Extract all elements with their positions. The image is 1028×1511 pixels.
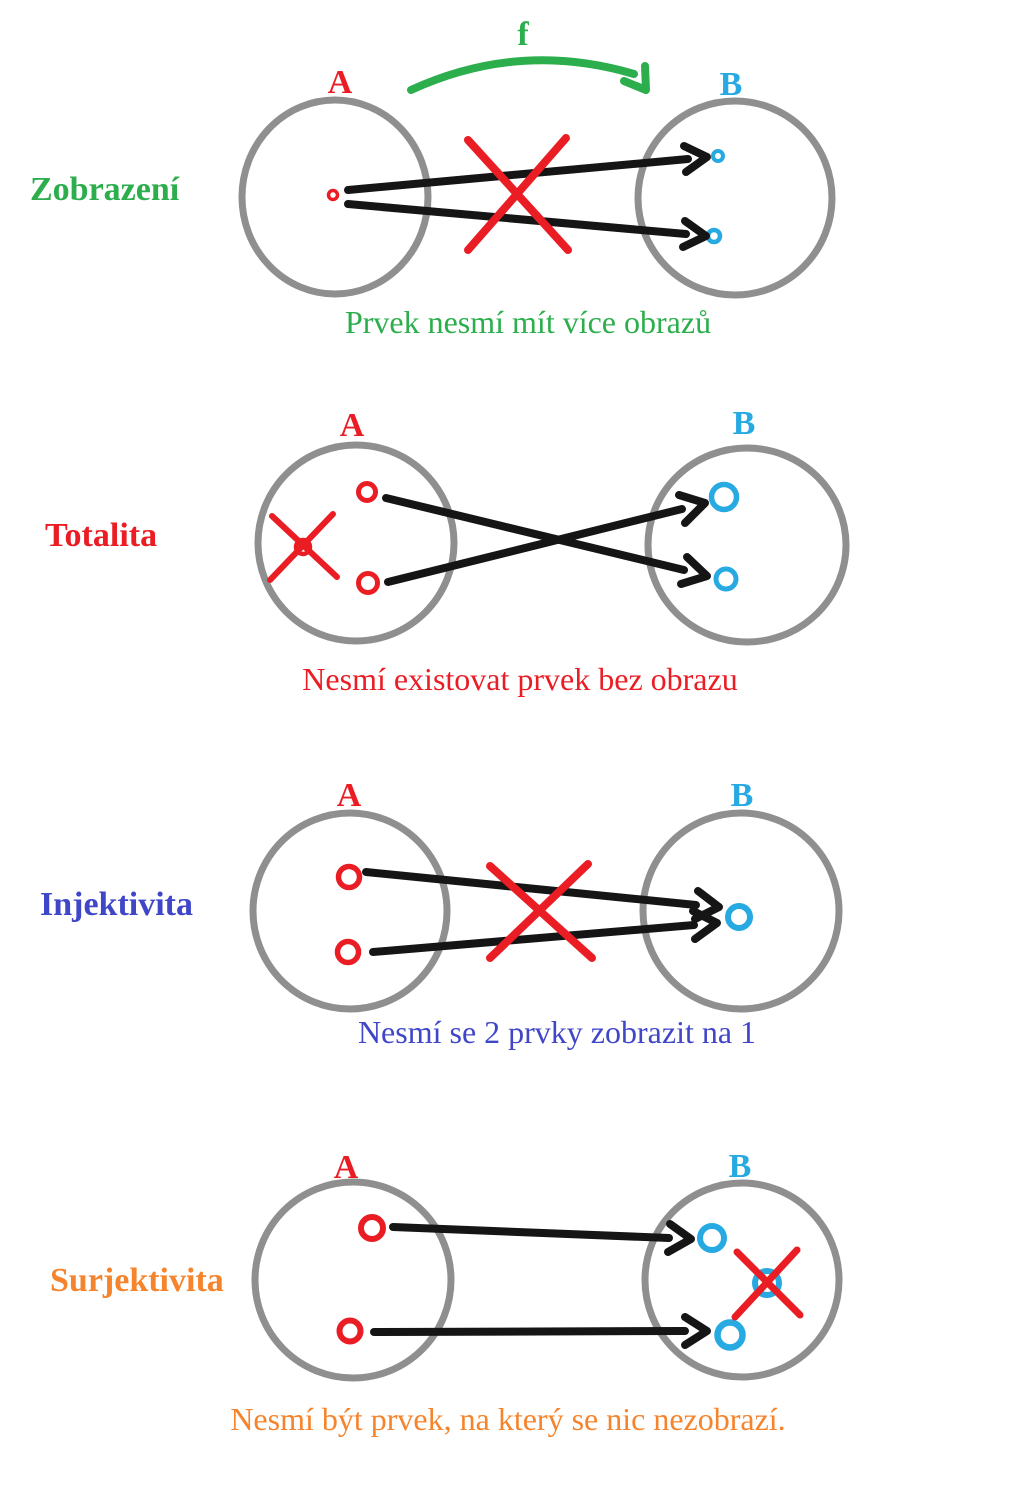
mapping-arrowhead-2-icon bbox=[675, 491, 709, 527]
mapping-arrow-2 bbox=[369, 921, 698, 956]
set-b-circle bbox=[639, 809, 843, 1013]
element-b1-dot bbox=[708, 481, 740, 513]
function-label: f bbox=[517, 16, 529, 53]
set-b-label: B bbox=[733, 405, 756, 442]
element-a2-dot bbox=[356, 571, 380, 595]
mapping-arrowhead-2-icon bbox=[681, 1313, 711, 1349]
set-a-label: A bbox=[328, 64, 353, 101]
mapping-arrow-2 bbox=[370, 1327, 689, 1336]
element-a2-dot bbox=[334, 938, 362, 966]
row-injektivita: Injektivita A B Nesmí se 2 prvky zobrazi… bbox=[40, 777, 843, 1050]
function-arrowhead-icon bbox=[620, 62, 650, 94]
element-b1-dot bbox=[711, 149, 725, 163]
element-a1-dot bbox=[358, 1214, 386, 1242]
row-zobrazeni: Zobrazení f A B Prvek nesmí mít více obr… bbox=[30, 16, 836, 340]
set-a-label: A bbox=[337, 777, 362, 814]
element-b3-dot bbox=[714, 1319, 746, 1351]
mapping-arrow-1 bbox=[382, 494, 688, 574]
row-caption: Nesmí být prvek, na který se nic nezobra… bbox=[230, 1401, 785, 1437]
set-a-label: A bbox=[340, 407, 365, 444]
element-b1-dot bbox=[697, 1223, 727, 1253]
mapping-arrowhead-1-icon bbox=[677, 553, 711, 588]
element-a1-dot bbox=[356, 481, 378, 503]
element-b2-dot bbox=[713, 566, 739, 592]
row-totalita: Totalita A B Nesmí existovat prvek bez o… bbox=[45, 405, 850, 697]
row-title: Injektivita bbox=[40, 886, 193, 923]
cross-mark-icon bbox=[267, 511, 336, 583]
row-caption: Nesmí se 2 prvky zobrazit na 1 bbox=[358, 1014, 756, 1050]
set-b-circle bbox=[634, 97, 836, 299]
function-arrow-curve bbox=[407, 56, 638, 94]
row-surjektivita: Surjektivita A B Nesmí být prvek, na kte… bbox=[50, 1148, 843, 1437]
cross-mark-icon bbox=[731, 1246, 801, 1321]
mapping-arrowhead-2-icon bbox=[679, 217, 710, 251]
mapping-arrowhead-1-icon bbox=[664, 1220, 695, 1256]
set-a-circle bbox=[249, 809, 451, 1013]
cross-mark-icon bbox=[486, 860, 592, 962]
row-title: Zobrazení bbox=[30, 171, 180, 208]
row-title: Surjektivita bbox=[50, 1262, 224, 1299]
mapping-arrow-1 bbox=[362, 868, 700, 909]
mapping-arrowhead-1-icon bbox=[680, 142, 711, 176]
element-a-dot bbox=[326, 188, 340, 202]
set-b-label: B bbox=[731, 777, 754, 814]
set-b-circle bbox=[644, 444, 850, 646]
mapping-arrow-1 bbox=[389, 1223, 673, 1242]
cross-mark-icon bbox=[464, 134, 570, 254]
row-caption: Nesmí existovat prvek bez obrazu bbox=[302, 661, 737, 697]
mapping-arrow-1 bbox=[344, 155, 692, 194]
element-a1-dot bbox=[335, 863, 363, 891]
row-caption: Prvek nesmí mít více obrazů bbox=[345, 304, 711, 340]
mapping-arrowhead-2-icon bbox=[689, 907, 721, 943]
mapping-arrow-2 bbox=[344, 200, 690, 238]
mapping-arrow-2 bbox=[384, 505, 686, 586]
set-b-label: B bbox=[720, 66, 743, 103]
set-a-circle bbox=[238, 96, 432, 298]
row-title: Totalita bbox=[45, 517, 157, 554]
element-b1-dot bbox=[725, 903, 753, 931]
element-a2-dot bbox=[336, 1317, 364, 1345]
set-a-circle bbox=[254, 441, 458, 645]
set-b-circle bbox=[641, 1179, 843, 1381]
set-a-circle bbox=[251, 1178, 455, 1382]
set-b-label: B bbox=[729, 1148, 752, 1185]
